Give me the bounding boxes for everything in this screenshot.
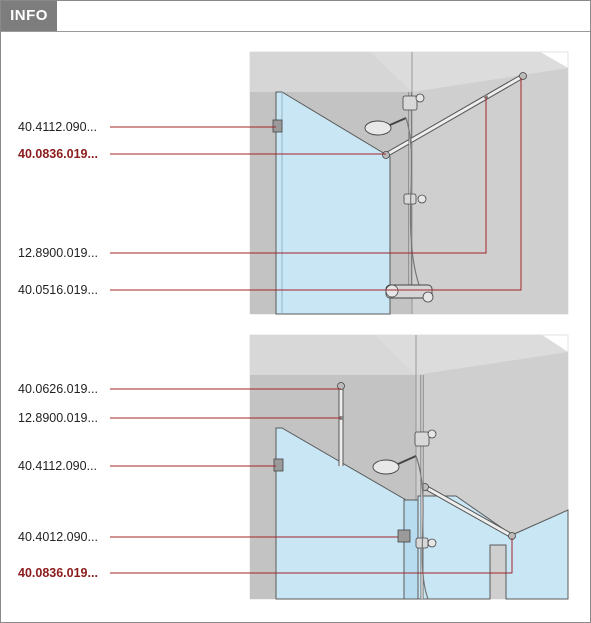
info-tab[interactable]: INFO [1,1,57,31]
leader-top-4 [110,78,522,291]
label-bottom-3: 40.4112.090... [18,459,98,473]
label-bottom-5: 40.0836.019... [18,566,98,580]
header-bar: INFO [1,1,590,32]
stabilizer-bar-bottom [423,485,514,538]
ceiling-connector [337,382,345,390]
wall-right [370,52,568,314]
leader-top-3 [110,97,487,254]
bar-wall-connector [519,72,527,80]
shower-fixture-bottom [372,375,437,600]
wall-hinge-bottom [273,458,284,472]
glass-panel [275,91,391,315]
leader-bottom-5 [110,538,513,574]
glass-connector [397,529,411,543]
illustration-bottom [249,334,569,600]
label-bottom-2: 12.8900.019... [18,411,98,425]
bar-glass-connector [382,151,390,159]
label-top-2: 40.0836.019... [18,147,98,161]
wall-hinge [272,119,283,133]
shower-fixture [364,92,434,303]
label-top-3: 12.8900.019... [18,246,98,260]
label-bottom-1: 40.0626.019... [18,382,98,396]
label-top-4: 40.0516.019... [18,283,98,297]
label-bottom-4: 40.4012.090... [18,530,98,544]
label-top-1: 40.4112.090... [18,120,98,134]
leader-lines [110,78,522,574]
illustration-top [249,51,569,315]
